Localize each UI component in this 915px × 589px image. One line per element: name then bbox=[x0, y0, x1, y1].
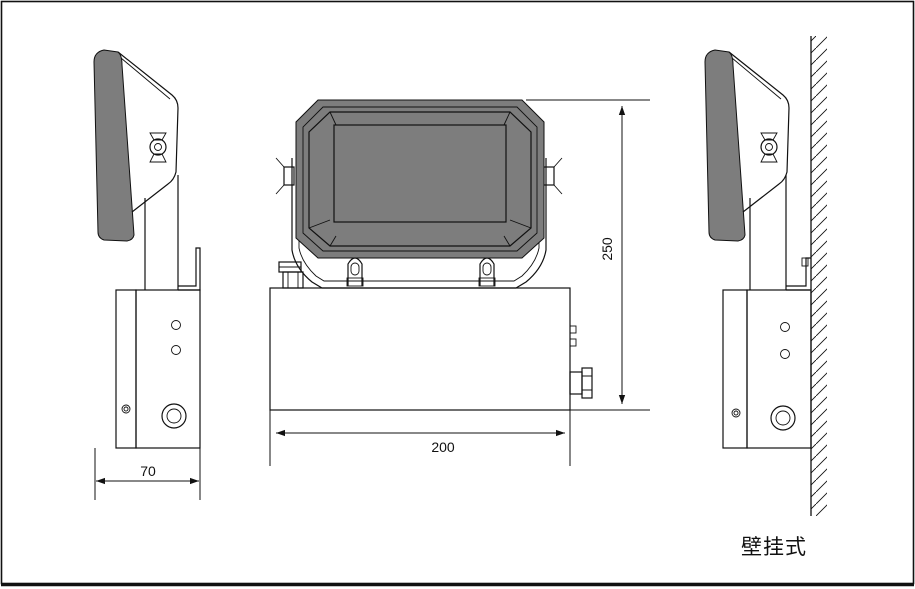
mount-bracket-side bbox=[178, 247, 201, 291]
height-dimension bbox=[526, 99, 650, 411]
display-head-wall bbox=[704, 49, 790, 242]
housing-side bbox=[115, 289, 201, 449]
cable-gland-side bbox=[569, 367, 593, 399]
side-view-left bbox=[93, 49, 201, 500]
side-port-2 bbox=[569, 338, 577, 347]
housing-front bbox=[269, 287, 571, 411]
wall-hatching bbox=[811, 36, 827, 516]
mount-type-caption: 壁挂式 bbox=[741, 535, 807, 559]
display-bezel bbox=[295, 99, 545, 259]
wall-bracket bbox=[786, 257, 811, 291]
support-arm-wall bbox=[749, 175, 787, 290]
display-window bbox=[333, 124, 507, 223]
support-arm-side bbox=[144, 175, 179, 290]
mount-slot-left bbox=[346, 257, 364, 287]
wing-knob-left bbox=[275, 157, 295, 195]
height-dimension-label: 250 bbox=[599, 237, 615, 261]
width-dimension-label: 200 bbox=[431, 439, 455, 455]
depth-dimension bbox=[94, 448, 201, 500]
display-head-side bbox=[93, 49, 179, 242]
side-port-1 bbox=[569, 325, 577, 334]
width-dimension bbox=[269, 410, 571, 466]
side-view-wall-mount bbox=[704, 36, 827, 516]
depth-dimension-label: 70 bbox=[140, 463, 156, 479]
housing-wall bbox=[722, 289, 812, 449]
front-view bbox=[269, 99, 650, 466]
wing-knob-right bbox=[543, 157, 563, 195]
mount-slot-right bbox=[478, 257, 496, 287]
cable-gland-top bbox=[278, 261, 304, 289]
